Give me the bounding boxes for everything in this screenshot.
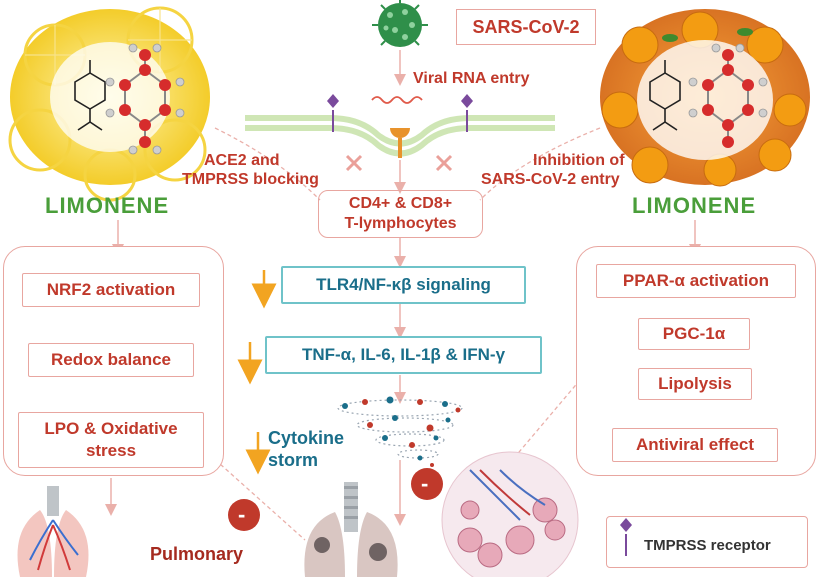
lpo-line1: LPO & Oxidative xyxy=(44,419,178,438)
tmprss-receptor-right-icon xyxy=(461,94,473,132)
viral-entry-label: Viral RNA entry xyxy=(413,70,530,87)
tlr4-signaling-box: TLR4/NF-κβ signaling xyxy=(281,266,526,304)
virus-label: SARS-CoV-2 xyxy=(456,9,596,45)
lpo-line2: stress xyxy=(85,441,137,460)
ppar-activation-box: PPAR-α activation xyxy=(596,264,796,298)
limonene-right-label: LIMONENE xyxy=(632,193,757,218)
viral-rna-icon xyxy=(371,96,423,104)
alveoli-icon xyxy=(441,451,579,577)
lipolysis-box: Lipolysis xyxy=(638,368,752,400)
pgc1a-box: PGC-1α xyxy=(638,318,750,350)
minus-center-label: - xyxy=(421,471,429,496)
lungs-center-icon xyxy=(304,482,398,577)
legend-receptor-icon xyxy=(620,518,632,556)
inhibition-label-line2: SARS-CoV-2 entry xyxy=(481,171,620,188)
legend-label: TMPRSS receptor xyxy=(644,537,771,554)
cytokine-storm-label-line2: storm xyxy=(268,450,319,470)
ace2-label-line1: ACE2 and xyxy=(204,152,280,169)
limonene-3d-left-icon xyxy=(105,43,185,155)
block-x-right-icon xyxy=(435,154,453,172)
lymphocytes-box: CD4+ & CD8+ T-lymphocytes xyxy=(318,190,483,238)
pulmonary-label: Pulmonary xyxy=(150,544,244,564)
virus-icon xyxy=(372,0,428,47)
ace2-label-line2: TMPRSS blocking xyxy=(182,171,319,188)
legend-box xyxy=(606,516,808,568)
orange-image xyxy=(600,9,810,187)
nrf2-activation-box: NRF2 activation xyxy=(22,273,200,307)
limonene-skeletal-right-icon xyxy=(649,60,681,131)
limonene-left-label: LIMONENE xyxy=(45,193,170,218)
lymphocytes-line1: CD4+ & CD8+ xyxy=(348,195,453,212)
inhibit-minus-left-icon xyxy=(228,499,260,531)
lymphocytes-line2: T-lymphocytes xyxy=(344,215,457,232)
cytokines-box: TNF-α, IL-6, IL-1β & IFN-γ xyxy=(265,336,542,374)
limonene-3d-right-icon xyxy=(688,43,768,148)
lemon-image xyxy=(8,6,210,202)
antiviral-effect-box: Antiviral effect xyxy=(612,428,778,462)
minus-left-label: - xyxy=(238,502,246,527)
redox-balance-box: Redox balance xyxy=(28,343,194,377)
cytokine-storm-icon xyxy=(337,396,463,467)
block-x-left-icon xyxy=(345,154,363,172)
inhibition-label-line1: Inhibition of xyxy=(533,152,625,169)
lpo-oxidative-stress-box: LPO & Oxidative stress xyxy=(18,412,204,468)
cytokine-storm-label-line1: Cytokine xyxy=(268,428,345,448)
lungs-left-icon xyxy=(17,486,89,577)
ace2-receptor-icon xyxy=(390,128,410,158)
tmprss-receptor-left-icon xyxy=(327,94,339,132)
inhibit-minus-center-icon xyxy=(411,468,443,500)
limonene-skeletal-left-icon xyxy=(74,60,106,131)
